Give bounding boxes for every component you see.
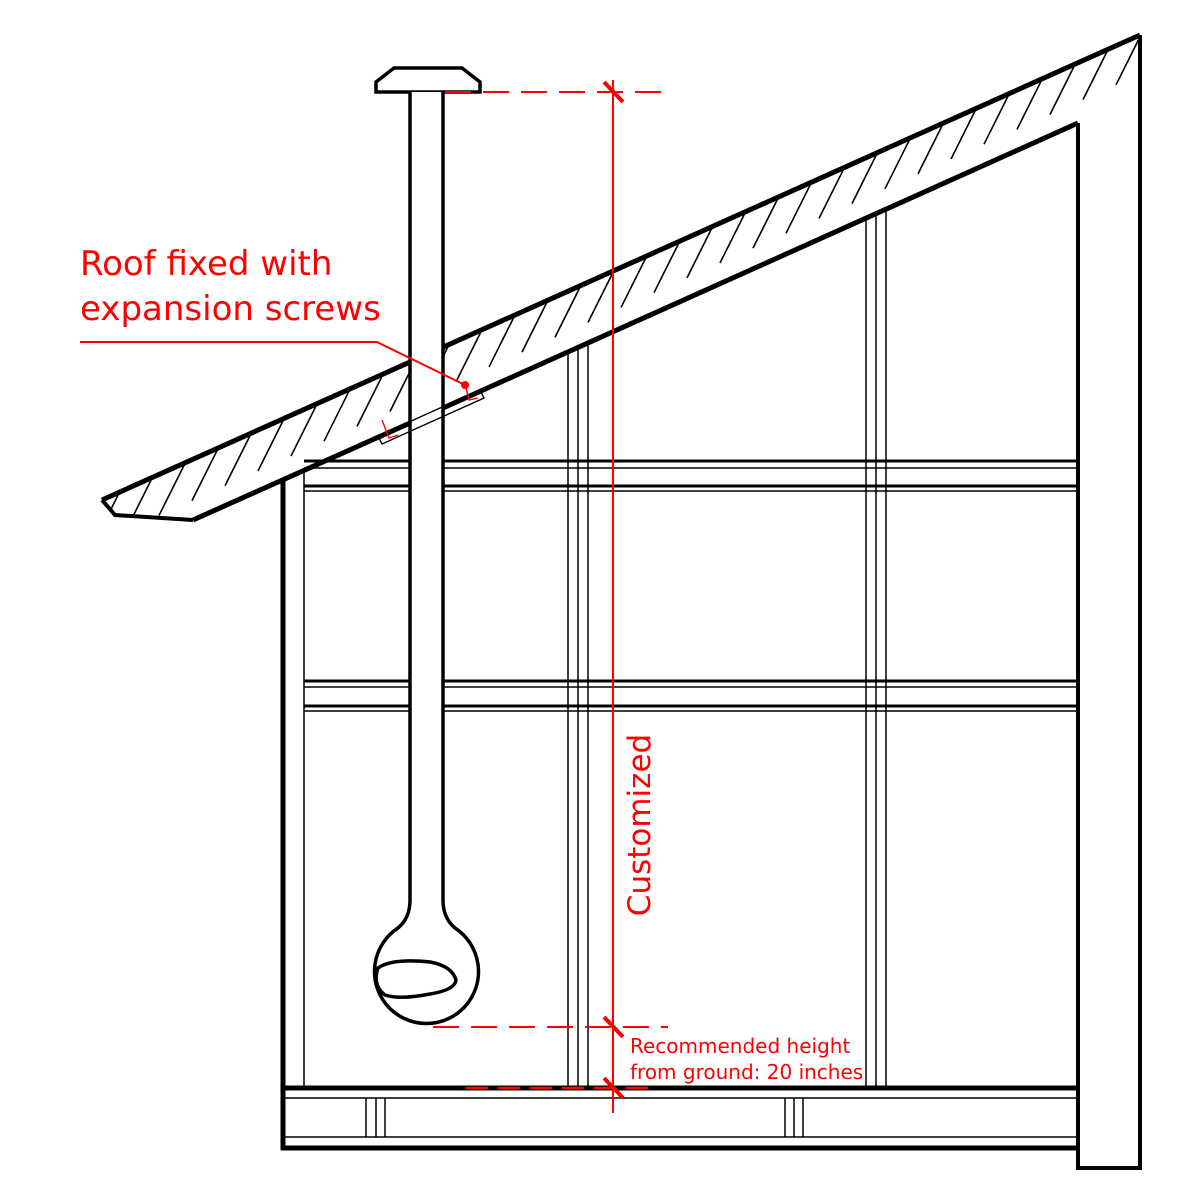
left-wall xyxy=(280,470,305,1150)
hatch-line xyxy=(102,439,121,520)
stove-body xyxy=(372,92,481,1026)
roof-flashing-plate xyxy=(377,389,485,445)
height-label: Customized xyxy=(622,734,658,916)
hatch-line xyxy=(653,172,715,294)
right-post xyxy=(1076,35,1142,1170)
stove-opening xyxy=(374,959,458,999)
hanging-stove xyxy=(372,66,485,1026)
hatch-line xyxy=(686,157,748,279)
hatch-line xyxy=(102,424,154,520)
hatch-line xyxy=(224,365,286,487)
hatch-line xyxy=(125,409,187,520)
roof-note-leader xyxy=(80,341,466,386)
hatch-line xyxy=(257,350,319,472)
recommended-height-line1: Recommended height xyxy=(630,1034,850,1058)
horizontal-beams xyxy=(304,459,1078,712)
floor-frame xyxy=(281,1085,1078,1151)
chimney-cap xyxy=(374,66,482,94)
hatch-line xyxy=(290,335,352,457)
hatch-line xyxy=(323,320,385,442)
hatch-line xyxy=(191,380,253,501)
hatch-line xyxy=(620,187,682,308)
hatch-line xyxy=(587,202,649,323)
hatch-line xyxy=(1049,35,1111,115)
roof-note-line1: Roof fixed with xyxy=(80,244,332,284)
roof-note-line2: expansion screws xyxy=(80,289,381,329)
recommended-height-line2: from ground: 20 inches xyxy=(630,1060,863,1084)
leader-dot xyxy=(461,381,469,389)
hatch-line xyxy=(455,261,517,383)
vertical-studs xyxy=(567,210,887,1088)
hatch-line xyxy=(1149,0,1200,70)
hatch-line xyxy=(1115,35,1140,86)
hatch-line xyxy=(488,246,550,368)
hatch-line xyxy=(554,216,616,338)
dimension-lines xyxy=(80,80,672,1113)
hatch-line xyxy=(521,231,583,353)
hatch-line xyxy=(1182,0,1200,55)
hatch-line xyxy=(158,395,220,516)
